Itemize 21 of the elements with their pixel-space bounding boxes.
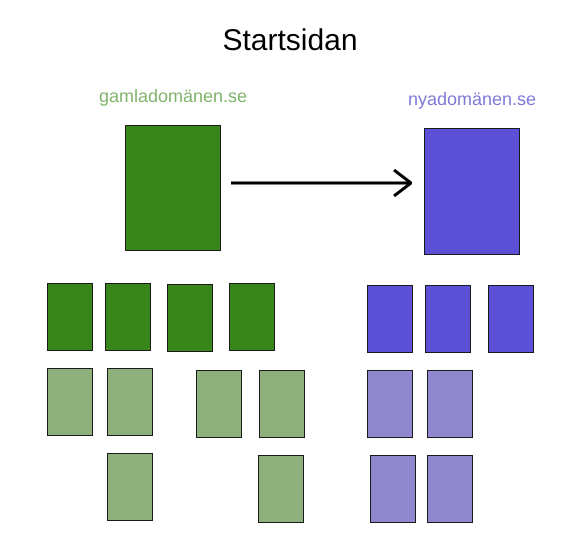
domain-label: gamladomänen.se [98,86,248,107]
page-box [425,285,471,353]
domain-label: nyadomänen.se [408,89,536,110]
page-box [367,285,413,353]
page-box [107,368,153,436]
arrow [231,168,412,198]
page-box [47,283,93,351]
page-box [427,370,473,438]
page-box [107,453,153,521]
page-box [370,455,416,523]
page-box [196,370,242,438]
page-box [488,285,534,353]
page-box [258,455,304,523]
page-box [427,455,473,523]
page-box [167,284,213,352]
page-box [47,368,93,436]
page-box [367,370,413,438]
diagram-title: Startsidan [221,24,359,58]
page-box [105,283,151,351]
page-box [259,370,305,438]
page-box [229,283,275,351]
